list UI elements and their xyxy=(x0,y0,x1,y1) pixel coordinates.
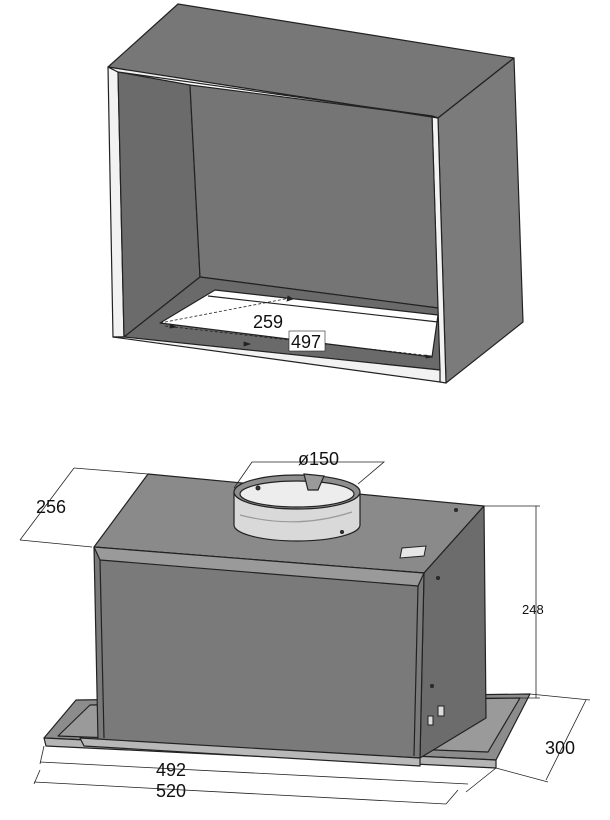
duct-collar xyxy=(233,473,361,542)
cabinet-bottom-rim xyxy=(112,336,441,383)
cabinet-cutout-edge xyxy=(207,295,439,323)
hood-screw-2 xyxy=(340,530,344,534)
hood-dim-side: 256 xyxy=(36,497,66,517)
cabinet-dim-depth: 259 xyxy=(253,312,283,332)
cabinet-illustration xyxy=(107,3,524,384)
hood-illustration xyxy=(43,473,531,769)
duct-collar-flap xyxy=(303,473,325,491)
hood-dimension-lines xyxy=(19,461,591,805)
duct-collar-highlight xyxy=(239,511,353,523)
hood-pin-2 xyxy=(430,684,434,688)
cabinet-back-panel xyxy=(189,84,439,309)
cabinet-dim-width: 497 xyxy=(291,332,321,352)
hood-dim-duct: ø150 xyxy=(298,449,339,469)
hood-vent-1 xyxy=(437,705,445,717)
hood-pin-1 xyxy=(436,576,440,580)
hood-label-plate xyxy=(399,545,427,559)
hood-front-base xyxy=(79,737,421,767)
hood-details xyxy=(255,485,458,726)
hood-front-bevel-edge-r xyxy=(413,585,419,757)
cabinet-dimension-lines xyxy=(159,295,433,359)
hood-screw-1 xyxy=(255,485,261,491)
hood-dim-height: 248 xyxy=(522,602,544,617)
hood-screw-3 xyxy=(454,508,458,512)
hood-vent-2 xyxy=(427,715,434,726)
cabinet-top-rim xyxy=(107,66,439,119)
hood-front-bevel-edge xyxy=(99,559,105,739)
hood-dim-outer-width: 520 xyxy=(156,781,186,801)
cabinet-dim-width-label-bg xyxy=(288,330,326,352)
duct-collar-inner xyxy=(239,480,355,508)
hood-dim-inner-width: 492 xyxy=(156,760,186,780)
hood-dim-depth: 300 xyxy=(545,738,575,758)
